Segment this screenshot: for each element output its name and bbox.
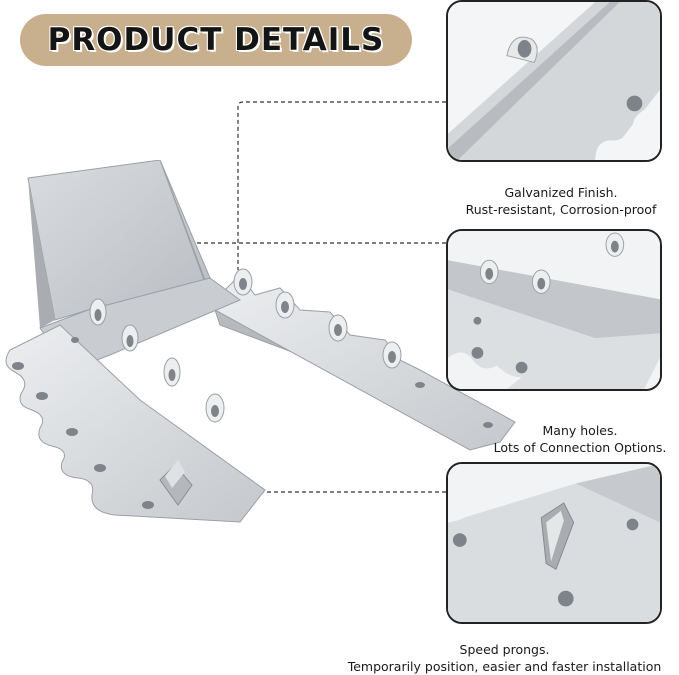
detail-panel-prongs — [446, 462, 662, 624]
product-illustration — [0, 159, 520, 540]
caption-holes-title: Many holes. — [542, 423, 618, 438]
caption-finish-desc: Rust-resistant, Corrosion-proof — [465, 202, 657, 217]
caption-prongs-desc: Temporarily position, easier and faster … — [347, 659, 662, 674]
prongs-closeup-image — [448, 464, 660, 622]
finish-closeup-image — [448, 2, 660, 160]
detail-panel-finish — [446, 0, 662, 162]
hanger-bracket-image — [5, 159, 516, 523]
title-banner: PRODUCT DETAILS — [20, 14, 412, 66]
caption-finish: Galvanized Finish. Rust-resistant, Corro… — [446, 184, 676, 218]
detail-panel-holes — [446, 229, 662, 391]
caption-finish-title: Galvanized Finish. — [504, 185, 618, 200]
caption-holes: Many holes. Lots of Connection Options. — [480, 422, 679, 456]
banner-title: PRODUCT DETAILS — [47, 22, 385, 58]
caption-holes-desc: Lots of Connection Options. — [493, 440, 667, 455]
holes-closeup-image — [448, 231, 660, 389]
caption-prongs-title: Speed prongs. — [459, 642, 550, 657]
